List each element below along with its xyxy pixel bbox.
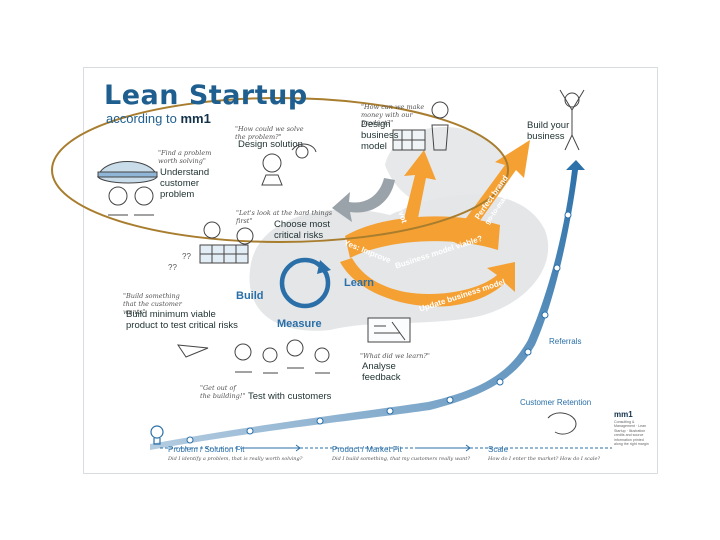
retention-label: Customer Retention (520, 398, 592, 407)
referrals-label: Referrals (549, 337, 582, 346)
customer-faces-sketch (108, 186, 154, 216)
cycle-build: Build (236, 290, 264, 302)
business-model-label: Design business model (361, 119, 399, 152)
business-model-quote: "How can we make money with our product?… (361, 103, 425, 127)
critical-risks-label: Choose most critical risks (274, 219, 330, 241)
canvas-sketch (392, 101, 449, 151)
understand-quote: "Find a problem worth solving" (158, 149, 212, 165)
axis-label-problem-solution: Problem / Solution Fit (168, 445, 245, 454)
credits-brand: mm1 (614, 410, 633, 419)
businessman-sketch (559, 89, 585, 151)
gray-return-arrow (332, 178, 395, 222)
orange-arrow-update (340, 258, 515, 307)
axis-question-product-market: Did I build something, that my customers… (332, 456, 471, 462)
orange-arrow-pivot (400, 150, 436, 238)
cycle-ring (279, 257, 331, 309)
mvp-quote: "Build something that the customer wants… (123, 292, 182, 316)
analyse-label: Analyse feedback (362, 361, 401, 383)
people-test-sketch (234, 339, 330, 374)
burger-sketch (96, 161, 158, 184)
lightbulb-icon (150, 425, 164, 445)
paper-plane-sketch (176, 344, 209, 358)
page-title: Lean Startup (104, 80, 308, 111)
analyse-quote: "What did we learn?" (360, 352, 430, 360)
axis-question-scale: How do I enter the market? How do I scal… (488, 456, 601, 462)
axis-arrow-2 (415, 444, 471, 452)
build-business-label: Build your business (527, 120, 570, 142)
cycle-measure: Measure (277, 318, 322, 330)
retention-sketch (547, 412, 577, 435)
design-solution-quote: "How could we solve the problem?" (235, 125, 304, 141)
critical-risks-quote: "Let's look at the hard things first" (236, 209, 333, 225)
orange-arrow-viable (345, 216, 500, 258)
cycle-learn: Learn (344, 277, 374, 289)
test-label: Test with customers (248, 391, 332, 402)
highlight-ellipse (51, 97, 509, 243)
understand-label: Understand customer problem (160, 167, 210, 200)
question-marks-2: ?? (168, 263, 177, 272)
team-sketch (199, 221, 254, 264)
axis-label-product-market: Product / Market Fit (332, 445, 402, 454)
feedback-sketch (367, 317, 411, 343)
axis-arrow-1 (240, 444, 301, 452)
cycle-arrowhead (317, 260, 331, 274)
design-solution-label: Design solution (238, 139, 303, 150)
credits-text: Consulting & Management · Lean Startup ·… (614, 420, 649, 447)
axis-question-problem-solution: Did I identify a problem, that is really… (168, 456, 303, 462)
thinker-sketch (261, 143, 317, 186)
subtitle: according to mm1 (106, 111, 211, 126)
axis-label-scale: Scale (488, 445, 509, 454)
question-marks-1: ?? (182, 252, 191, 261)
test-quote: "Get out of the building!" (200, 384, 246, 400)
curve-nodes (186, 211, 572, 444)
mvp-label: Build minimum viable product to test cri… (126, 309, 238, 331)
